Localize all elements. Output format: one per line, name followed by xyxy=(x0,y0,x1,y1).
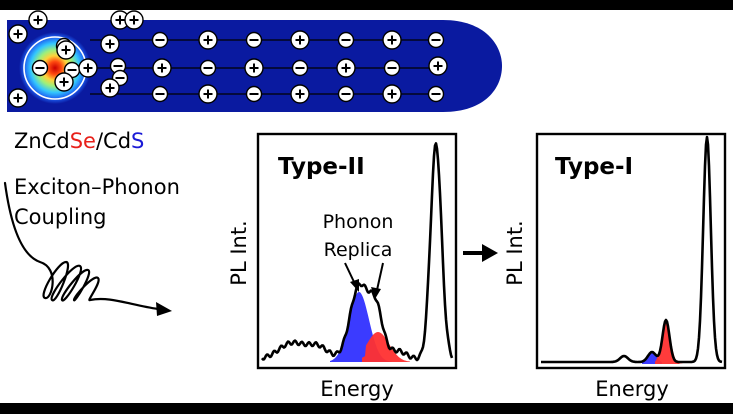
electron-minus-icon xyxy=(245,85,263,103)
red-fill-area xyxy=(362,332,410,362)
replica-label: Replica xyxy=(324,239,393,261)
panel-type-i-frame xyxy=(535,132,727,370)
hole-plus-icon xyxy=(152,58,172,78)
material-part-cd: /Cd xyxy=(96,129,131,153)
annotation-arrowhead-right-icon xyxy=(371,287,381,299)
electron-minus-icon xyxy=(383,59,401,77)
panel-type-ii-title: Type-II xyxy=(278,154,365,180)
panel-type-ii: Type-II Phonon Replica PL Int. Energy xyxy=(227,132,458,401)
hole-plus-icon xyxy=(198,30,218,50)
hole-plus-icon xyxy=(56,40,76,60)
hole-plus-icon xyxy=(100,34,120,54)
electron-minus-icon xyxy=(151,85,169,103)
hole-plus-icon xyxy=(124,10,144,30)
annotation-arrow-right xyxy=(376,262,384,291)
coupling-label-line1: Exciton–Phonon xyxy=(14,175,180,199)
electron-minus-icon xyxy=(427,31,445,49)
hole-plus-icon xyxy=(110,10,130,30)
material-part-zncd: ZnCd xyxy=(14,129,70,153)
hole-plus-icon xyxy=(8,88,28,108)
charge-carriers xyxy=(8,10,448,108)
hole-plus-icon xyxy=(382,30,402,50)
annotation-arrow-left xyxy=(344,262,356,285)
nanorod xyxy=(7,10,502,112)
hole-plus-icon xyxy=(54,72,74,92)
coupling-label-line2: Coupling xyxy=(14,205,106,229)
panel-type-i: Type-I PL Int. Energy xyxy=(503,132,727,401)
panel-type-i-title: Type-I xyxy=(555,154,633,180)
hole-plus-icon xyxy=(382,84,402,104)
hole-plus-icon xyxy=(336,58,356,78)
squiggle-arrow-icon xyxy=(3,181,160,311)
electron-minus-icon xyxy=(291,59,309,77)
electron-minus-icon xyxy=(427,85,445,103)
electron-minus-icon xyxy=(337,31,355,49)
panel-type-ii-ylabel: PL Int. xyxy=(227,220,251,285)
hole-plus-icon xyxy=(244,58,264,78)
hole-plus-icon xyxy=(198,84,218,104)
panel-type-i-ylabel: PL Int. xyxy=(503,220,527,285)
blue-fill-area xyxy=(330,292,392,362)
hole-plus-icon xyxy=(290,30,310,50)
material-label: ZnCdSe/CdS xyxy=(14,129,144,153)
material-part-s: S xyxy=(131,129,144,153)
coupling-lines xyxy=(90,39,440,95)
electron-minus-icon xyxy=(245,31,263,49)
hole-plus-icon xyxy=(290,84,310,104)
electron-minus-icon xyxy=(199,59,217,77)
electron-minus-icon xyxy=(151,31,169,49)
electron-minus-icon xyxy=(337,85,355,103)
phonon-label: Phonon xyxy=(323,211,394,233)
hole-plus-icon xyxy=(78,58,98,78)
electron-minus-icon xyxy=(31,59,49,77)
squiggle-arrowhead-icon xyxy=(156,302,172,316)
type-i-spectrum-line xyxy=(540,135,723,364)
hole-plus-icon xyxy=(8,24,28,44)
hole-plus-icon xyxy=(100,78,120,98)
hole-plus-icon xyxy=(428,56,448,76)
annotation-arrowhead-left-icon xyxy=(350,279,359,292)
material-part-se: Se xyxy=(70,129,96,153)
panel-type-i-xlabel: Energy xyxy=(595,377,669,401)
transition-arrow-icon xyxy=(463,244,498,262)
hole-plus-icon xyxy=(28,10,48,30)
panel-type-ii-xlabel: Energy xyxy=(320,377,394,401)
